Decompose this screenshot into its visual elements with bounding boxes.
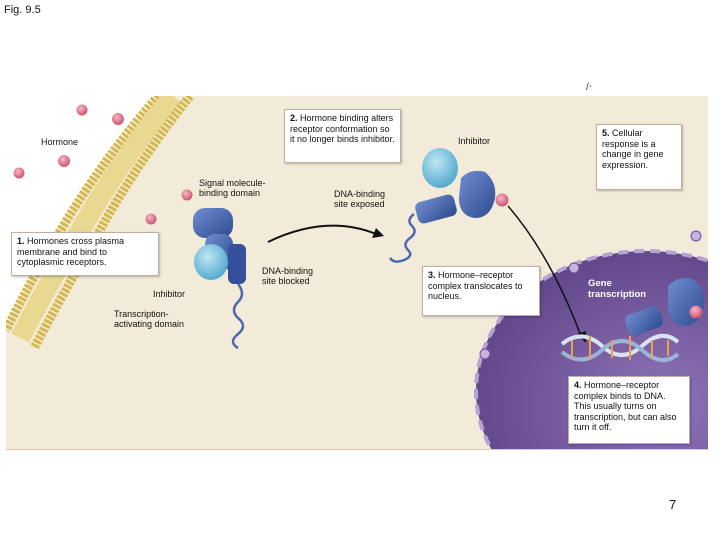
step-5-text: Cellular response is a change in gene ex… [602, 128, 664, 170]
label-inhibitor-right: Inhibitor [458, 136, 491, 146]
step-2-number: 2. [290, 113, 298, 123]
translocation-arrowhead [372, 228, 384, 238]
extracellular-space [6, 96, 156, 326]
diagram-panel: Hormone 1. Hormones cross plasma membran… [6, 96, 708, 450]
label-dna-site-exposed: DNA-binding site exposed [334, 189, 386, 209]
label-signal-domain: Signal molecule- binding domain [199, 178, 266, 198]
stray-mark: /‧ [586, 82, 592, 93]
label-transcription-domain: Transcription- activating domain [114, 309, 185, 329]
step-3-number: 3. [428, 270, 436, 280]
step-5-box: 5. Cellular response is a change in gene… [596, 124, 682, 190]
plasma-membrane-inner [30, 96, 194, 351]
dna-helix [560, 334, 680, 362]
plasma-membrane-tails [11, 96, 181, 343]
step-2-box: 2. Hormone binding alters receptor confo… [284, 109, 401, 163]
step-4-box: 4. Hormone–receptor complex binds to DNA… [568, 376, 690, 444]
activated-receptor [388, 170, 509, 263]
figure-label: Fig. 9.5 [4, 4, 41, 16]
step-2-text: Hormone binding alters receptor conforma… [290, 113, 395, 144]
dna-bound-receptor [625, 278, 705, 336]
step-1-box: 1. Hormones cross plasma membrane and bi… [11, 232, 159, 276]
step-4-text: Hormone–receptor complex binds to DNA. T… [574, 380, 677, 432]
step-4-number: 4. [574, 380, 582, 390]
label-hormone: Hormone [41, 137, 79, 147]
step-3-box: 3. Hormone–receptor complex translocates… [422, 266, 540, 316]
step-1-number: 1. [17, 236, 25, 246]
label-dna-site-blocked: DNA-binding site blocked [262, 266, 314, 286]
receptor-inhibitor-complex [193, 208, 246, 350]
nuclear-envelope [474, 249, 708, 449]
label-inhibitor-left: Inhibitor [153, 289, 186, 299]
freed-inhibitor [422, 148, 458, 188]
hormone-molecules [13, 104, 193, 225]
translocation-arrow [267, 224, 377, 243]
step-5-number: 5. [602, 128, 610, 138]
label-gene-transcription: Gene transcription [588, 278, 647, 300]
step-3-text: Hormone–receptor complex translocates to… [428, 270, 523, 301]
page-number: 7 [669, 497, 677, 512]
step-1-text: Hormones cross plasma membrane and bind … [17, 236, 125, 267]
nuclear-entry-arrow [507, 205, 582, 337]
plasma-membrane-outer [6, 96, 162, 333]
